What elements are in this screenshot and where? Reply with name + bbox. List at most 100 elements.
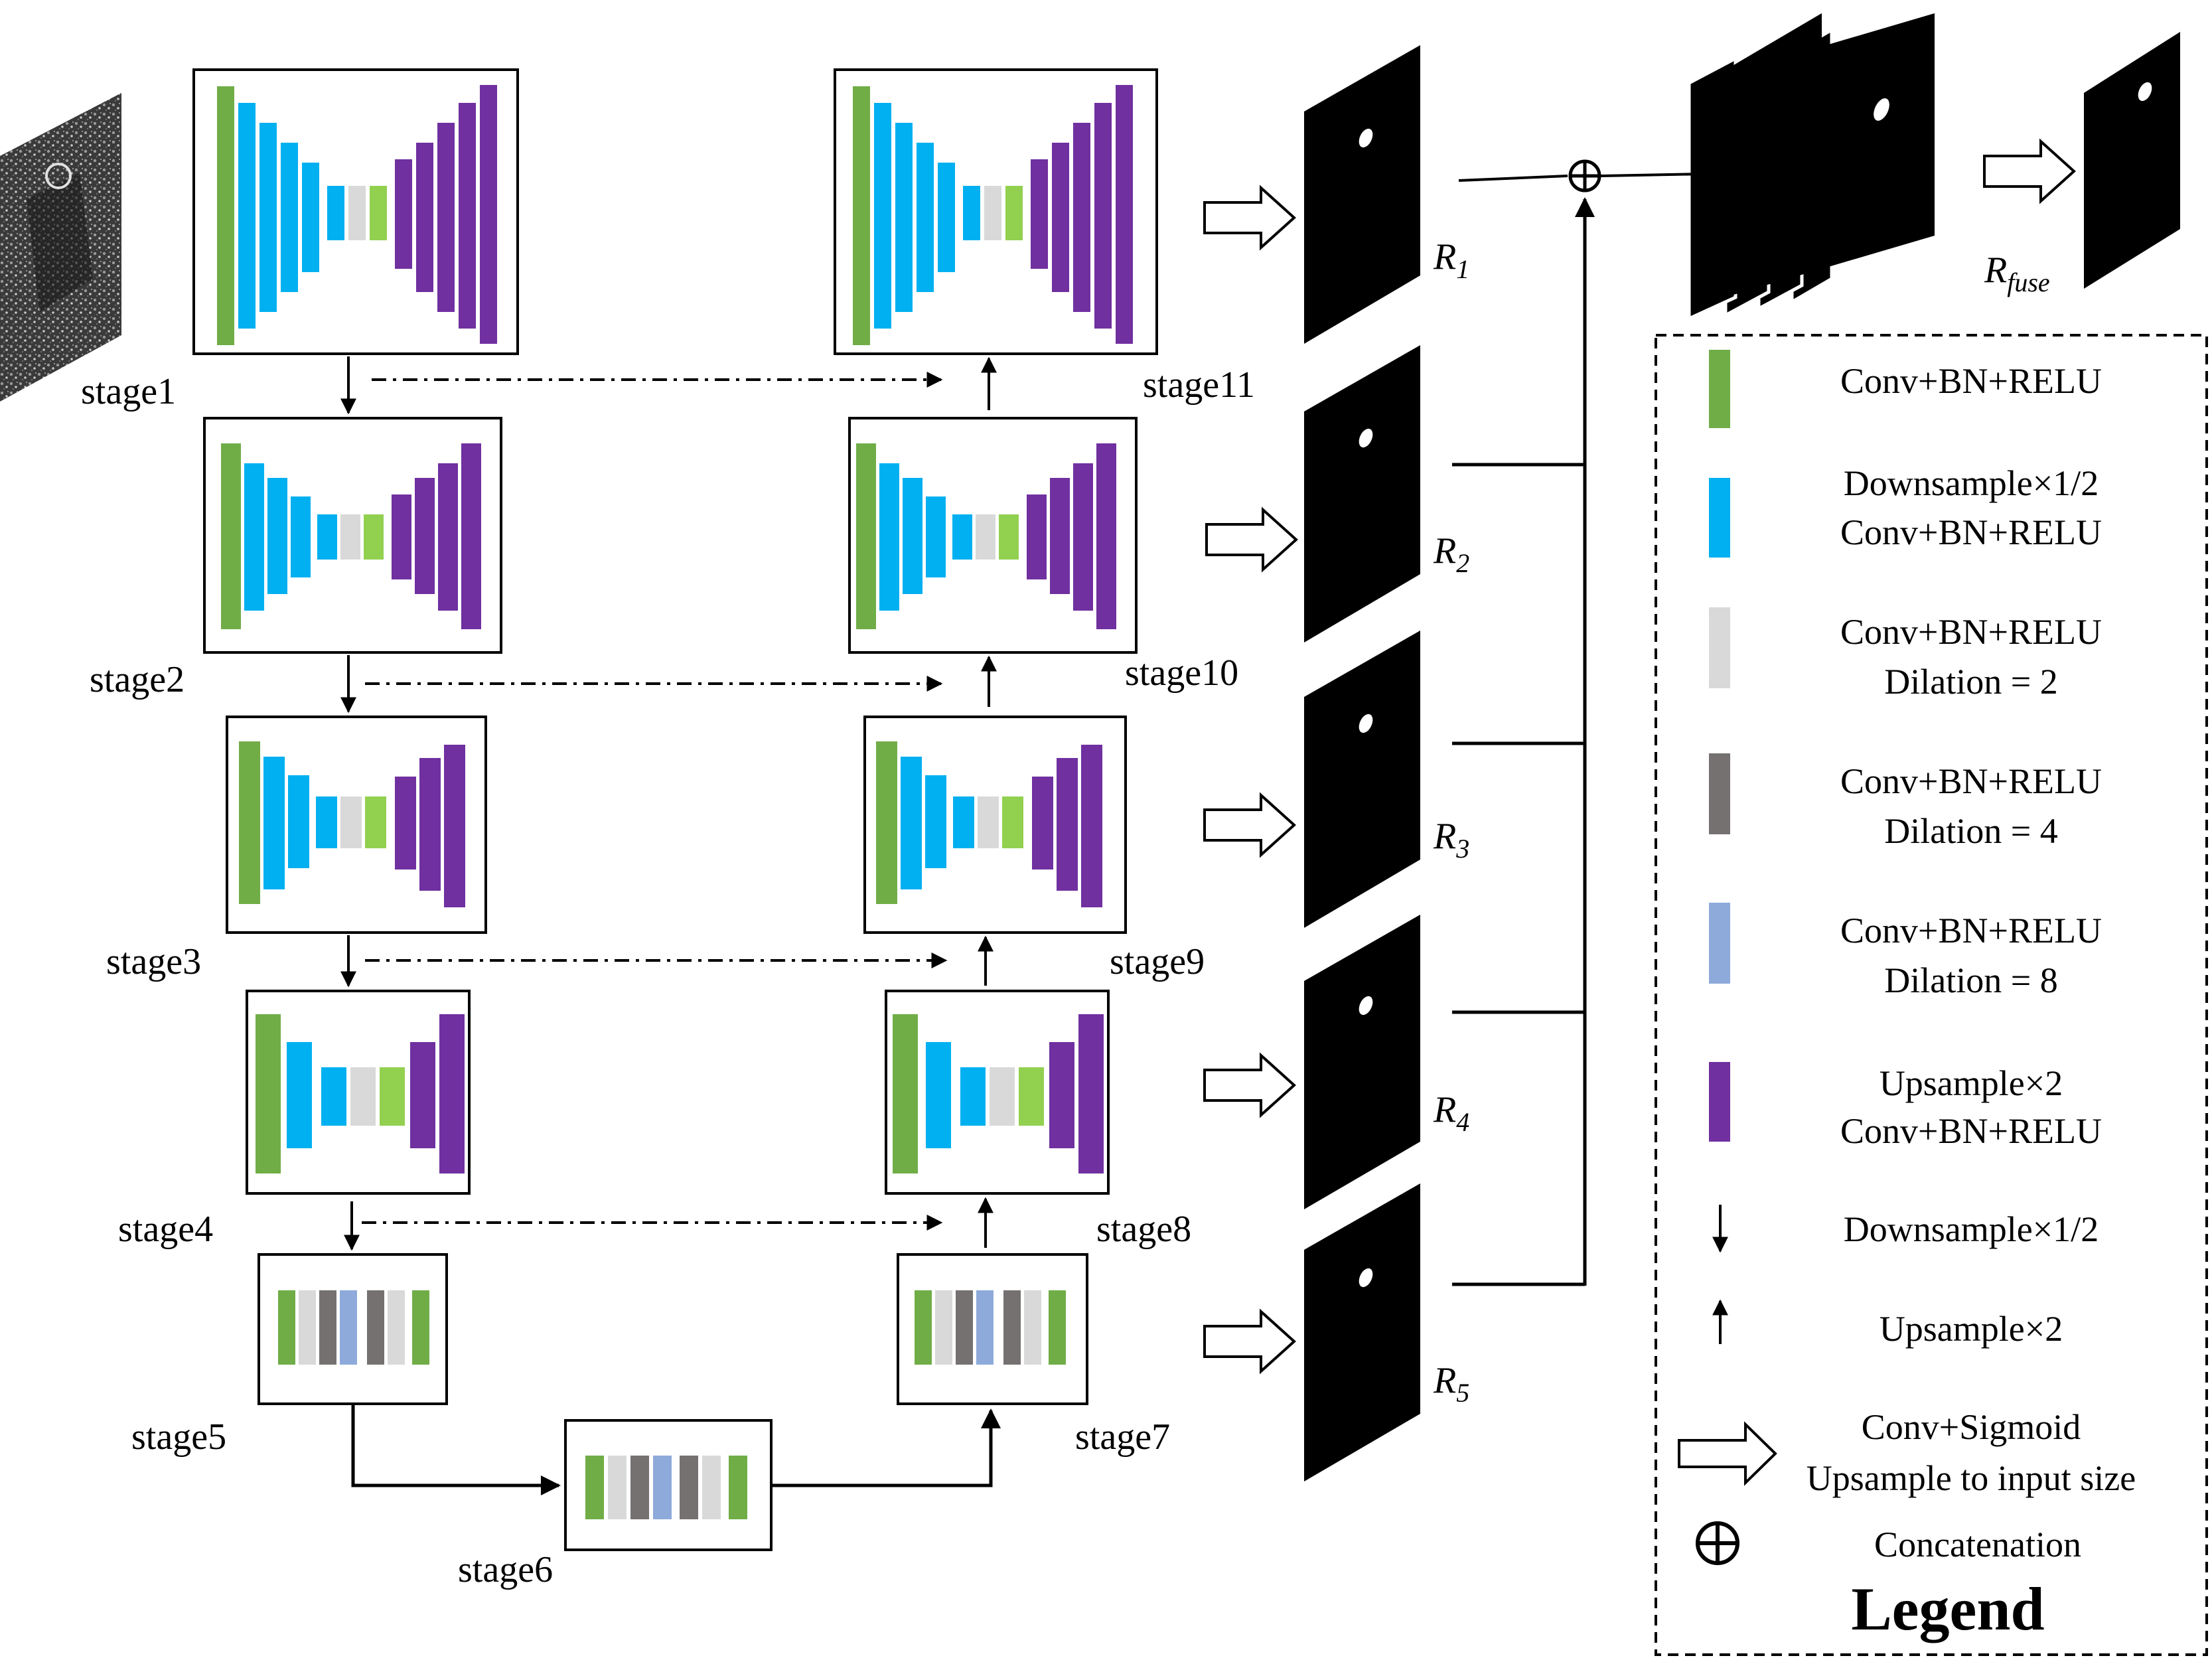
stage1-downsample-conv-block-4 (281, 143, 298, 292)
stage4-downsample-conv-block-2 (287, 1042, 312, 1148)
stage11-downsample-conv-block-5 (938, 163, 955, 272)
stage4-upsample-conv-block-7 (439, 1014, 465, 1173)
downsample-conv-block-icon (1709, 478, 1730, 558)
legend-up-line-1: Upsample×2 (1880, 1063, 2063, 1103)
stage11-downsample-conv-block-3 (895, 123, 913, 312)
stage3-downsample-conv-block-4 (316, 796, 337, 848)
stage11-upsample-conv-block-12 (1094, 103, 1112, 329)
fusion-line-out (1599, 166, 1708, 183)
stage10-downsample-conv-block-5 (952, 514, 972, 560)
stage3-downsample-conv-block-2 (263, 757, 285, 889)
stage10-conv-block-1 (856, 443, 876, 629)
r4-label: R4 (1433, 1089, 1469, 1137)
stage7-blocks (915, 1290, 1066, 1365)
stage4-blocks (256, 1014, 465, 1173)
concatenation-icon (1696, 1521, 1739, 1565)
stage9-conv-block-1 (876, 741, 897, 904)
stage10-upsample-conv-block-9 (1050, 478, 1070, 594)
stage10-bridge-conv-block-7 (999, 514, 1019, 560)
stage5-dilation4-block-5 (367, 1290, 384, 1365)
stage6-conv-block-1 (585, 1456, 604, 1519)
stage8-upsample-conv-block-7 (1078, 1014, 1104, 1173)
stage9-upsample-conv-block-9 (1081, 745, 1102, 907)
stage6-dilation2-block-6 (702, 1456, 721, 1519)
stage1-downsample-conv-block-2 (238, 103, 256, 329)
stage10-upsample-conv-block-11 (1096, 443, 1116, 629)
r3-label: R3 (1433, 816, 1469, 864)
output-mask-r2 (1304, 345, 1420, 642)
stage6-dilation2-block-2 (608, 1456, 627, 1519)
stage7-label: stage7 (1075, 1416, 1170, 1458)
stage6-dilation8-block-4 (653, 1456, 672, 1519)
stage3-conv-block-1 (239, 741, 260, 904)
stage7-dilation4-block-5 (1003, 1290, 1021, 1365)
legend-downsample-text: Downsample×1/2 (1844, 1209, 2099, 1249)
legend-dil4-line-2: Dilation = 4 (1884, 811, 2057, 851)
legend-dil4-line-1: Conv+BN+RELU (1840, 761, 2102, 801)
legend-dil8-line-1: Conv+BN+RELU (1840, 911, 2102, 950)
stage9-blocks (876, 741, 1102, 907)
stage3-blocks (239, 741, 465, 907)
conv-block-icon (1709, 350, 1730, 428)
stage5-dilation2-block-2 (299, 1290, 316, 1365)
stage1-bridge-conv-block-8 (370, 186, 387, 240)
stage6-conv-block-7 (729, 1456, 747, 1519)
stage10-upsample-conv-block-10 (1073, 463, 1093, 611)
legend-dil8-line-2: Dilation = 8 (1884, 960, 2057, 1000)
stage11-upsample-conv-block-9 (1031, 159, 1048, 269)
stage9-upsample-conv-block-8 (1057, 758, 1078, 891)
stage10-upsample-conv-block-8 (1027, 494, 1047, 579)
dilation8-block-icon (1709, 903, 1730, 984)
stage2-blocks (221, 443, 481, 629)
stage11-upsample-conv-block-13 (1116, 85, 1133, 344)
stage1-downsample-conv-block-3 (259, 123, 277, 312)
stage5-dilation4-block-3 (319, 1290, 336, 1365)
stage9-dilation2-block-5 (978, 796, 999, 848)
stage8-upsample-conv-block-6 (1049, 1042, 1074, 1148)
stage10-downsample-conv-block-4 (926, 496, 946, 577)
hollow-arrow-icon (1678, 1421, 1777, 1486)
stage10-downsample-conv-block-2 (879, 463, 899, 611)
hollow-arrow-r4 (1203, 1052, 1296, 1118)
stage3-dilation2-block-5 (340, 796, 362, 848)
stage3-upsample-conv-block-9 (444, 745, 465, 907)
input-ultrasound-image (0, 93, 121, 402)
stage7-dilation8-block-4 (976, 1290, 994, 1365)
stage1-blocks (217, 85, 497, 345)
stage4-label: stage4 (118, 1209, 213, 1250)
stage1-conv-block-1 (217, 86, 234, 345)
stage7-dilation4-block-3 (956, 1290, 973, 1365)
stage1-upsample-conv-block-9 (395, 159, 412, 269)
hollow-arrow-r1 (1203, 185, 1296, 251)
stage2-downsample-conv-block-5 (317, 514, 337, 560)
legend-hollow-line-1: Conv+Sigmoid (1862, 1407, 2081, 1447)
r1-label: R1 (1433, 236, 1469, 284)
stage6-dilation4-block-3 (630, 1456, 649, 1519)
stage10-blocks (856, 443, 1116, 629)
stage8-downsample-conv-block-3 (960, 1067, 986, 1126)
stage1-upsample-conv-block-10 (416, 143, 433, 292)
stage9-bridge-conv-block-6 (1002, 796, 1023, 848)
stage11-upsample-conv-block-10 (1052, 143, 1069, 292)
stage3-upsample-conv-block-7 (395, 777, 416, 869)
stage11-downsample-conv-block-4 (917, 143, 934, 292)
legend-down-line-2: Conv+BN+RELU (1840, 512, 2102, 552)
stage5-dilation2-block-6 (388, 1290, 405, 1365)
stage10-downsample-conv-block-3 (903, 478, 922, 594)
connector-stage5-to-stage6 (351, 1404, 561, 1495)
legend-dil2-line-1: Conv+BN+RELU (1840, 612, 2102, 652)
stage2-conv-block-1 (221, 443, 241, 629)
stage2-upsample-conv-block-10 (438, 463, 458, 611)
stage7-conv-block-1 (915, 1290, 932, 1365)
connector-stage6-to-stage7 (771, 1408, 1001, 1487)
stage4-upsample-conv-block-6 (410, 1042, 435, 1148)
stage2-downsample-conv-block-2 (244, 463, 264, 611)
stage7-dilation2-block-2 (935, 1290, 952, 1365)
stage6-label: stage6 (458, 1549, 553, 1590)
stage1-label: stage1 (81, 371, 176, 412)
stage9-upsample-conv-block-7 (1032, 777, 1053, 869)
stage2-upsample-conv-block-8 (392, 494, 411, 579)
stage4-dilation2-block-4 (350, 1067, 376, 1126)
stage8-dilation2-block-4 (990, 1067, 1015, 1126)
